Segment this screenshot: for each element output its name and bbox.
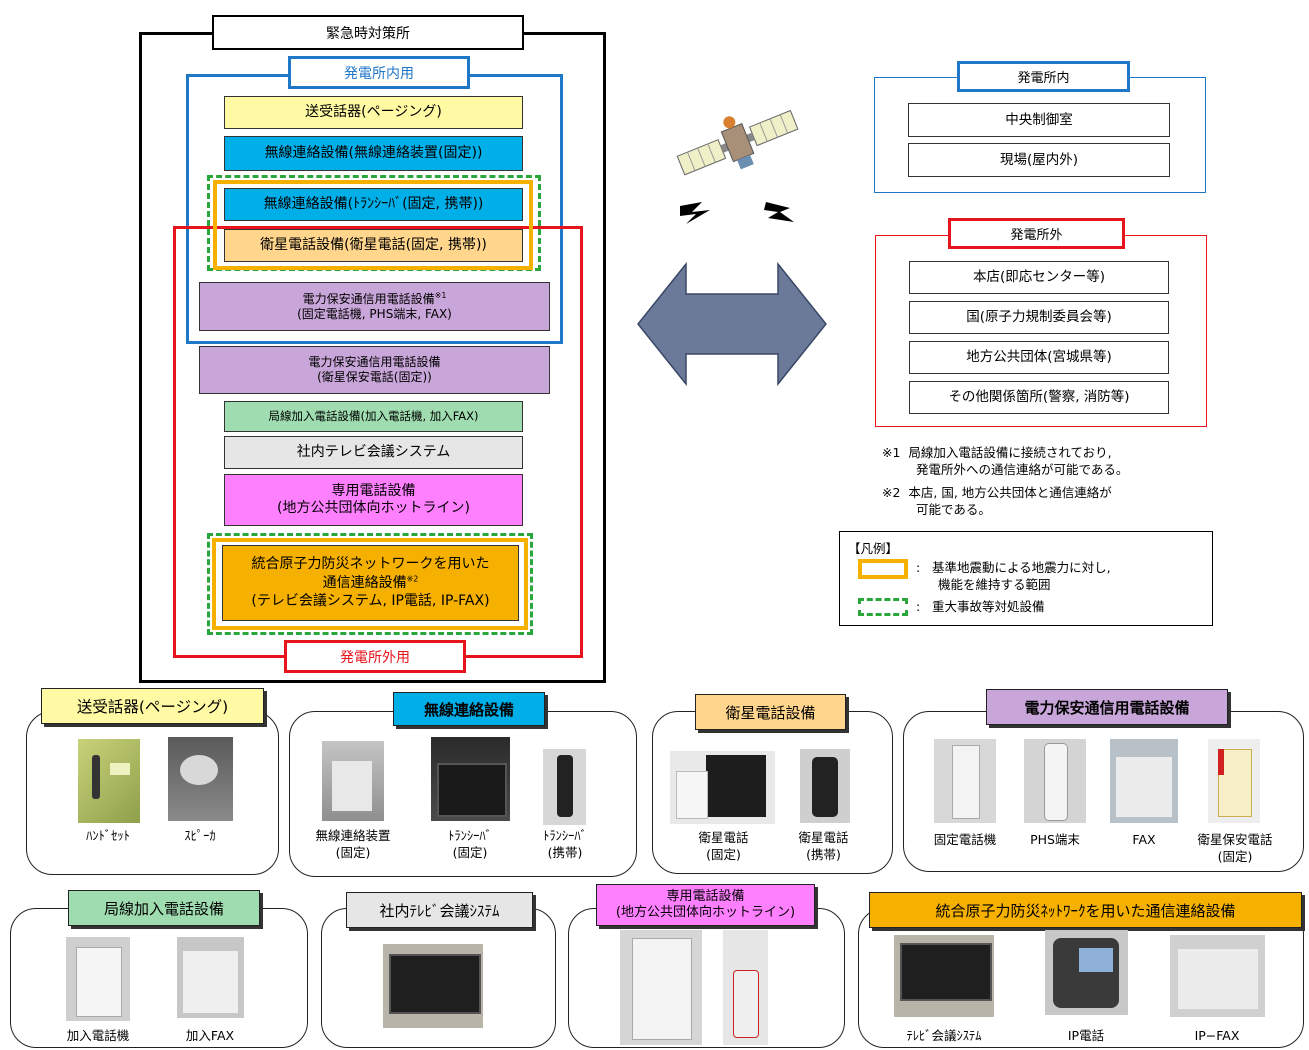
panel-local-line xyxy=(10,908,308,1048)
signal-right-icon xyxy=(764,202,794,222)
photo-fax xyxy=(1110,739,1178,823)
photo-local-fax xyxy=(177,937,244,1018)
integrated-network-item: 統合原子力防災ネットワークを用いた 通信連絡設備※2 (テレビ会議システム, I… xyxy=(222,545,519,621)
photo-handset xyxy=(78,739,140,823)
seismic-frame-top xyxy=(213,180,533,270)
caption-local-phone: 加入電話機 xyxy=(66,1028,130,1043)
caption-fax: FAX xyxy=(1132,832,1156,847)
caption-transceiver-portable: ﾄﾗﾝｼｰﾊﾞ(携帯) xyxy=(543,828,587,860)
dedicated-phone-item: 専用電話設備 (地方公共団体向ホットライン) xyxy=(224,474,523,526)
plant-inside-item-field: 現場(屋内外) xyxy=(908,143,1170,177)
legend: 【凡例】 : 基準地震動による地震力に対し, 機能を維持する範囲 : 重大事故等… xyxy=(839,531,1213,626)
photo-satellite-security-phone xyxy=(1208,739,1260,823)
caption-ip-phone: IP電話 xyxy=(1067,1028,1105,1043)
photo-dedicated-phone xyxy=(620,930,702,1045)
caption-integrated-tv: ﾃﾚﾋﾞ会議ｼｽﾃﾑ xyxy=(906,1028,982,1043)
paging-item: 送受話器(ページング) xyxy=(224,96,523,129)
legend-orange-swatch xyxy=(858,559,908,579)
caption-speaker: ｽﾋﾟｰｶ xyxy=(184,828,216,843)
bidirectional-arrow-icon xyxy=(637,262,827,386)
sa-frame-bottom xyxy=(207,533,533,635)
photo-dedicated-portable xyxy=(723,930,768,1045)
radio-fixed-item: 無線連絡設備(無線連絡装置(固定)) xyxy=(224,136,523,171)
caption-satellite-fixed: 衛星電話(固定) xyxy=(698,830,749,862)
caption-radio-fixed: 無線連絡装置(固定) xyxy=(315,828,391,860)
caption-phs: PHS端末 xyxy=(1030,832,1080,847)
plant-outside-item-others: その他関係箇所(警察, 消防等) xyxy=(909,381,1169,414)
photo-satellite-portable xyxy=(800,749,850,823)
panel-integrated-title: 統合原子力防災ﾈｯﾄﾜｰｸを用いた通信連絡設備 xyxy=(869,892,1302,928)
panel-power-title: 電力保安通信用電話設備 xyxy=(986,689,1228,725)
caption-transceiver-fixed: ﾄﾗﾝｼｰﾊﾞ(固定) xyxy=(448,828,492,860)
legend-title: 【凡例】 xyxy=(848,541,899,556)
plant-outside-item-government: 国(原子力規制委員会等) xyxy=(909,301,1169,334)
legend-green-swatch xyxy=(858,598,908,616)
seismic-frame-bottom xyxy=(212,538,528,630)
panel-tv-conference-title: 社内ﾃﾚﾋﾞ会議ｼｽﾃﾑ xyxy=(346,892,533,928)
panel-satellite-title: 衛星電話設備 xyxy=(695,694,846,730)
photo-speaker xyxy=(168,737,233,821)
caption-satellite-portable: 衛星電話(携帯) xyxy=(798,830,849,862)
panel-paging-title: 送受話器(ページング) xyxy=(41,688,264,724)
photo-transceiver-fixed xyxy=(431,737,510,821)
signal-left-icon xyxy=(680,202,710,224)
photo-satellite-fixed xyxy=(670,751,775,824)
panel-radio-title: 無線連絡設備 xyxy=(393,692,545,726)
photo-fixed-phone xyxy=(934,739,996,823)
photo-ip-phone xyxy=(1045,930,1128,1015)
caption-handset: ﾊﾝﾄﾞｾｯﾄ xyxy=(86,828,130,843)
plant-outside-item-local-gov: 地方公共団体(宮城県等) xyxy=(909,341,1169,374)
caption-ip-fax: IP−FAX xyxy=(1194,1028,1240,1043)
note-1: ※1 局線加入電話設備に接続されており, 発電所外への通信連絡が可能である。 xyxy=(882,445,1129,477)
power-phone-item-2: 電力保安通信用電話設備 (衛星保安電話(固定)) xyxy=(199,346,550,394)
photo-local-phone xyxy=(66,937,130,1021)
plant-inside-title: 発電所内 xyxy=(957,61,1130,92)
panel-paging xyxy=(26,711,279,875)
panel-local-line-title: 局線加入電話設備 xyxy=(68,890,260,926)
photo-ip-fax xyxy=(1170,935,1265,1017)
plant-outside-title: 発電所外 xyxy=(948,218,1125,249)
satellite-icon xyxy=(676,109,799,176)
caption-fixed-phone: 固定電話機 xyxy=(933,832,997,847)
photo-tv-conference xyxy=(383,944,483,1028)
caption-satellite-security-phone: 衛星保安電話(固定) xyxy=(1197,832,1273,864)
photo-radio-fixed xyxy=(322,741,384,821)
power-phone-item-1: 電力保安通信用電話設備※1 (固定電話機, PHS端末, FAX) xyxy=(199,282,550,331)
photo-transceiver-portable xyxy=(543,749,586,825)
legend-orange-text: 基準地震動による地震力に対し, 機能を維持する範囲 xyxy=(932,560,1111,592)
facility-title: 緊急時対策所 xyxy=(212,15,524,50)
photo-phs xyxy=(1024,739,1086,823)
note-2: ※2 本店, 国, 地方公共団体と通信連絡が 可能である。 xyxy=(882,485,1112,517)
inside-use-label: 発電所内用 xyxy=(288,56,470,89)
radio-transceiver-item: 無線連絡設備(ﾄﾗﾝｼｰﾊﾞ(固定, 携帯)) xyxy=(224,188,523,221)
caption-local-fax: 加入FAX xyxy=(185,1028,235,1043)
tv-conference-item: 社内テレビ会議システム xyxy=(224,436,523,469)
local-line-item: 局線加入電話設備(加入電話機, 加入FAX) xyxy=(224,401,523,432)
panel-dedicated xyxy=(568,908,845,1048)
legend-green-text: 重大事故等対処設備 xyxy=(932,599,1045,614)
satellite-item: 衛星電話設備(衛星電話(固定, 携帯)) xyxy=(224,229,523,262)
outside-use-label: 発電所外用 xyxy=(284,640,466,673)
plant-outside-item-hq: 本店(即応センター等) xyxy=(909,261,1169,294)
panel-dedicated-title: 専用電話設備 (地方公共団体向ホットライン) xyxy=(596,884,815,926)
photo-integrated-tv xyxy=(894,935,994,1017)
plant-inside-item-control-room: 中央制御室 xyxy=(908,103,1170,137)
